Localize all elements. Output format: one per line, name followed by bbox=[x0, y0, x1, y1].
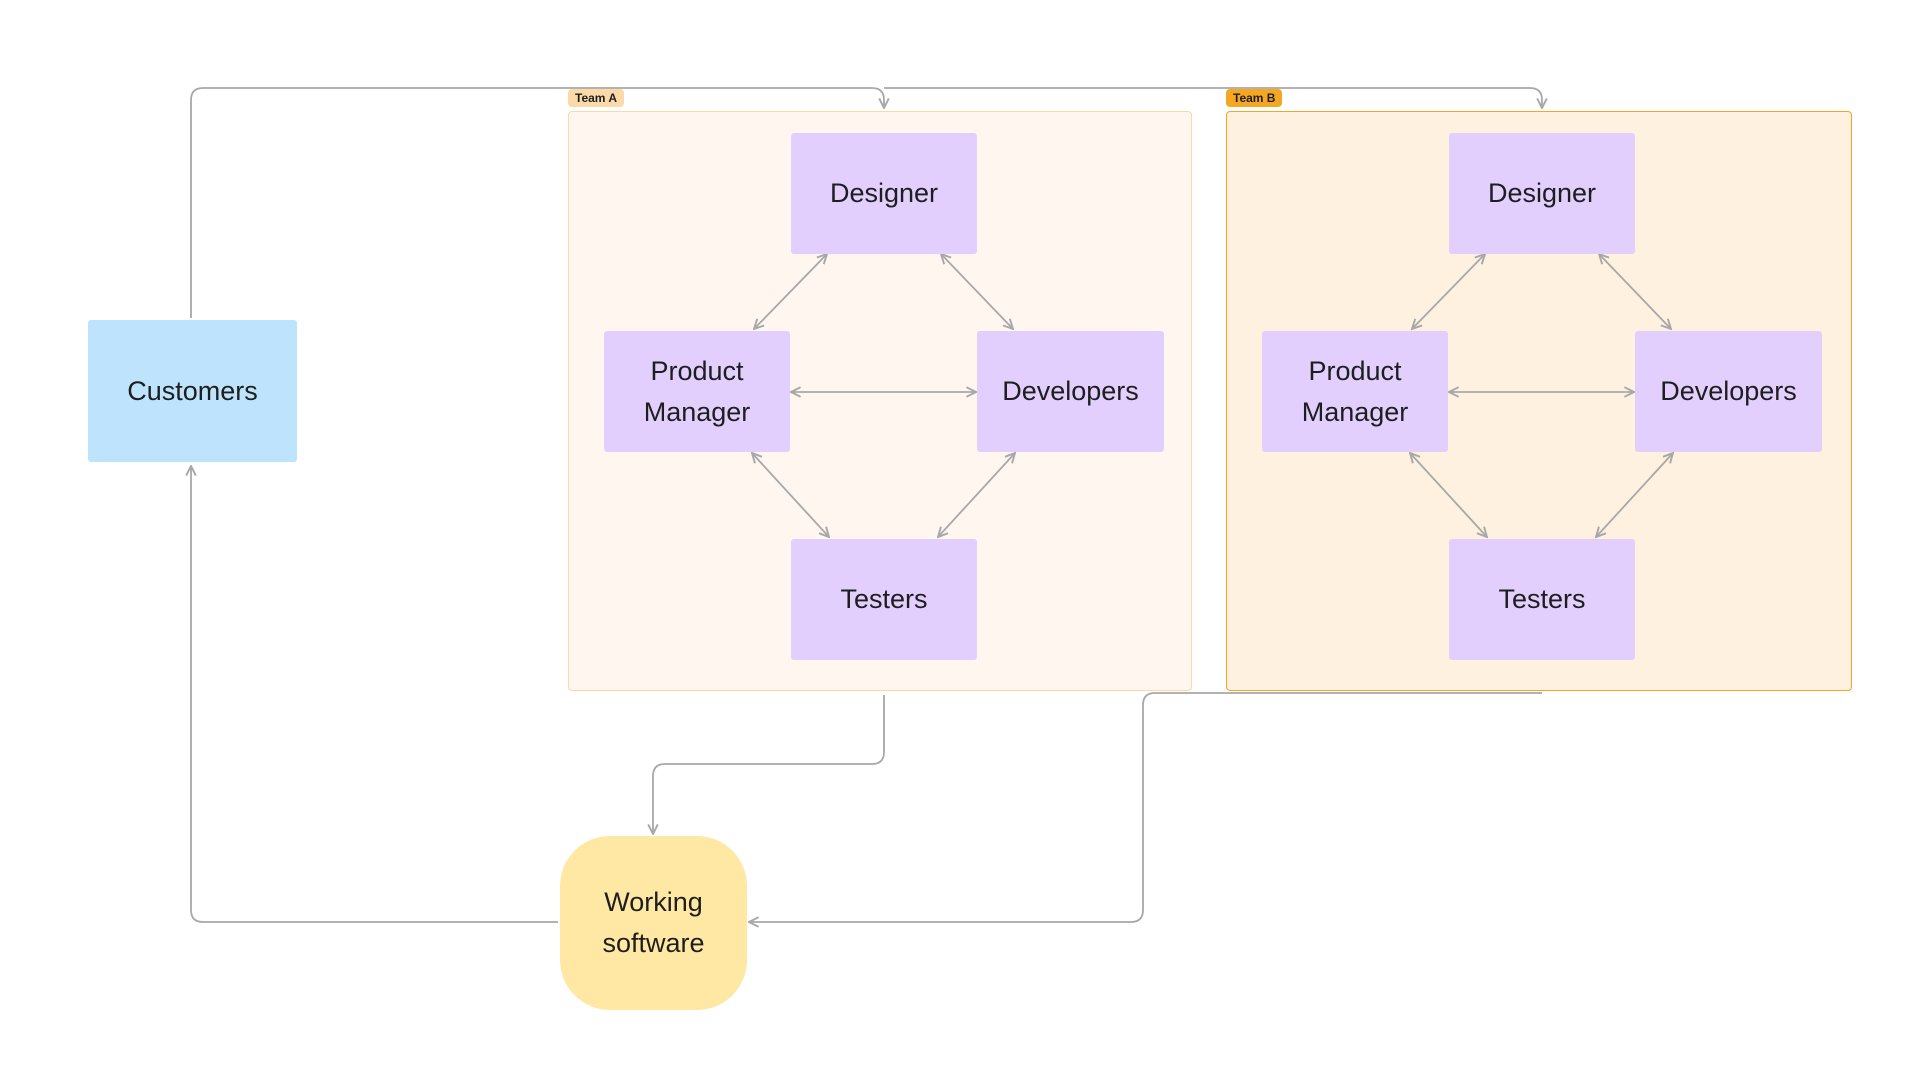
team-a-testers-node[interactable]: Testers bbox=[791, 539, 977, 660]
node-label: Developers bbox=[1002, 376, 1139, 406]
working-software-node[interactable]: Working software bbox=[560, 836, 747, 1010]
node-label: Product Manager bbox=[643, 355, 751, 427]
team-b-designer-node[interactable]: Designer bbox=[1449, 133, 1635, 254]
node-label: Designer bbox=[829, 178, 939, 208]
connector-team-b-software bbox=[749, 692, 1542, 922]
node-label: Developers bbox=[1660, 376, 1797, 406]
node-label: Working software bbox=[602, 887, 705, 958]
connector-b-designer-dev bbox=[1599, 254, 1671, 329]
team-a-designer-node[interactable]: Designer bbox=[791, 133, 977, 254]
team-a-product-manager-node[interactable]: Product Manager bbox=[604, 331, 790, 452]
connector-b-pm-testers bbox=[1410, 453, 1487, 537]
connector-a-pm-designer bbox=[754, 254, 827, 329]
node-label: Customers bbox=[127, 375, 258, 406]
node-label: Testers bbox=[840, 584, 928, 614]
connector-a-pm-testers bbox=[752, 453, 829, 537]
node-label: Testers bbox=[1498, 584, 1586, 614]
node-label: Designer bbox=[1487, 178, 1597, 208]
team-a-developers-node[interactable]: Developers bbox=[977, 331, 1164, 452]
connector-a-designer-dev bbox=[941, 254, 1013, 329]
connector-b-pm-designer bbox=[1412, 254, 1485, 329]
connector-team-a-software bbox=[653, 695, 885, 834]
team-b-product-manager-node[interactable]: Product Manager bbox=[1262, 331, 1448, 452]
team-b-tag: Team B bbox=[1226, 89, 1283, 107]
connector-customers-team-a bbox=[190, 87, 884, 318]
team-b-developers-node[interactable]: Developers bbox=[1635, 331, 1822, 452]
customers-node[interactable]: Customers bbox=[88, 320, 297, 462]
connector-software-customers bbox=[191, 466, 558, 923]
team-b-testers-node[interactable]: Testers bbox=[1449, 539, 1635, 660]
team-a-tag: Team A bbox=[568, 89, 625, 107]
connector-b-dev-testers bbox=[1596, 453, 1673, 537]
connector-a-dev-testers bbox=[938, 453, 1015, 537]
node-label: Product Manager bbox=[1301, 355, 1409, 427]
connector-customers-team-b bbox=[884, 87, 1542, 108]
